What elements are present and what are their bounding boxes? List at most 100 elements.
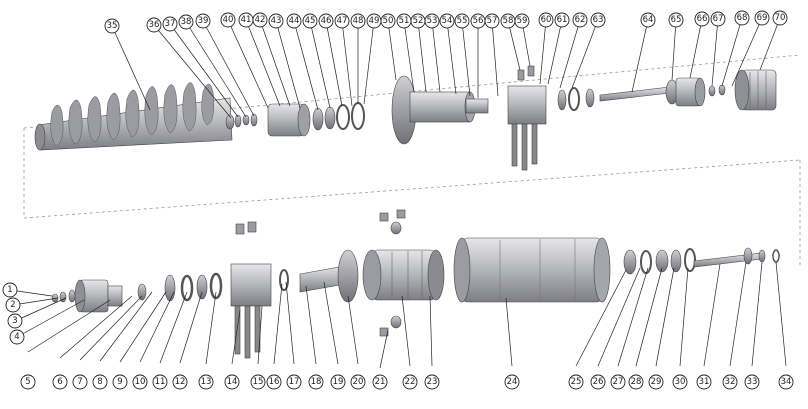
callout-16: 16 (266, 374, 282, 390)
svg-text:62: 62 (575, 15, 586, 25)
callout-45: 45 (302, 13, 318, 29)
svg-text:59: 59 (517, 16, 528, 26)
svg-text:57: 57 (487, 16, 498, 26)
callout-29: 29 (648, 374, 664, 390)
callout-30: 30 (672, 374, 688, 390)
svg-text:31: 31 (699, 377, 710, 387)
callout-62: 62 (572, 12, 588, 28)
callout-17: 17 (286, 374, 302, 390)
pulley-part-4 (74, 279, 123, 313)
callout-9: 9 (112, 374, 128, 390)
svg-text:32: 32 (725, 377, 736, 387)
svg-text:38: 38 (181, 17, 192, 27)
callout-53: 53 (424, 13, 440, 29)
svg-text:14: 14 (227, 377, 238, 387)
callout-51: 51 (396, 13, 412, 29)
svg-text:53: 53 (427, 16, 438, 26)
svg-text:29: 29 (651, 377, 662, 387)
svg-text:20: 20 (353, 377, 364, 387)
pulley-part-70 (734, 69, 777, 111)
svg-text:43: 43 (271, 16, 282, 26)
callout-18: 18 (308, 374, 324, 390)
bearing-block-57-63 (507, 65, 595, 171)
callout-19: 19 (330, 374, 346, 390)
svg-text:36: 36 (149, 20, 160, 30)
callout-15: 15 (250, 374, 266, 390)
callout-70: 70 (772, 10, 788, 26)
svg-text:16: 16 (269, 377, 280, 387)
callout-55: 55 (454, 13, 470, 29)
svg-text:17: 17 (289, 377, 300, 387)
small-seals-36-40 (225, 113, 258, 130)
svg-text:37: 37 (165, 19, 176, 29)
callout-69: 69 (754, 10, 770, 26)
callout-5: 5 (20, 374, 36, 390)
svg-text:40: 40 (223, 15, 234, 25)
callout-58: 58 (500, 13, 516, 29)
long-shaft-part-64 (599, 86, 671, 102)
lower-callout-leaders (9, 261, 787, 369)
callout-23: 23 (424, 374, 440, 390)
svg-text:67: 67 (713, 14, 724, 24)
callout-10: 10 (132, 374, 148, 390)
svg-text:58: 58 (503, 16, 514, 26)
svg-text:6: 6 (57, 377, 62, 387)
svg-text:48: 48 (353, 16, 364, 26)
svg-text:70: 70 (775, 13, 786, 23)
callout-44: 44 (286, 13, 302, 29)
callout-61: 61 (554, 12, 570, 28)
svg-text:12: 12 (175, 377, 186, 387)
upper-callout-bubbles: 35 36 37 38 39 40 41 42 43 44 45 46 47 4… (104, 10, 788, 34)
svg-text:44: 44 (289, 16, 300, 26)
lower-row-parts (51, 209, 780, 359)
callout-1: 1 (2, 282, 18, 298)
svg-text:42: 42 (255, 15, 266, 25)
callout-26: 26 (590, 374, 606, 390)
callout-33: 33 (744, 374, 760, 390)
callout-42: 42 (252, 12, 268, 28)
assembly-dashed-guides (23, 54, 801, 265)
svg-text:64: 64 (643, 15, 654, 25)
callout-3: 3 (7, 313, 23, 329)
callout-41: 41 (238, 12, 254, 28)
svg-text:33: 33 (747, 377, 758, 387)
callout-56: 56 (470, 13, 486, 29)
shaft-flange-18-20 (299, 249, 359, 303)
callout-20: 20 (350, 374, 366, 390)
svg-text:3: 3 (12, 316, 17, 326)
svg-text:11: 11 (155, 377, 166, 387)
svg-text:21: 21 (375, 377, 386, 387)
callout-57: 57 (484, 13, 500, 29)
upper-callout-leaders (111, 17, 781, 119)
svg-text:52: 52 (413, 16, 424, 26)
svg-text:49: 49 (369, 16, 380, 26)
small-parts-1-3 (51, 289, 76, 303)
callout-54: 54 (439, 13, 455, 29)
callout-50: 50 (380, 13, 396, 29)
callout-32: 32 (722, 374, 738, 390)
callout-27: 27 (610, 374, 626, 390)
svg-text:24: 24 (507, 377, 518, 387)
callout-46: 46 (318, 13, 334, 29)
svg-text:45: 45 (305, 16, 316, 26)
callout-60: 60 (538, 12, 554, 28)
callout-47: 47 (334, 13, 350, 29)
callout-22: 22 (402, 374, 418, 390)
drive-hub-65-66 (665, 77, 706, 107)
svg-text:60: 60 (541, 15, 552, 25)
callout-21: 21 (372, 374, 388, 390)
svg-text:56: 56 (473, 16, 484, 26)
svg-text:23: 23 (427, 377, 438, 387)
svg-text:7: 7 (77, 377, 82, 387)
upper-row-parts (34, 65, 777, 171)
callout-63: 63 (590, 12, 606, 28)
svg-text:13: 13 (201, 377, 212, 387)
bearing-hub-41-45 (267, 102, 365, 137)
svg-text:25: 25 (571, 377, 582, 387)
svg-text:41: 41 (241, 15, 252, 25)
svg-text:22: 22 (405, 377, 416, 387)
callout-40: 40 (220, 12, 236, 28)
callout-64: 64 (640, 12, 656, 28)
shaft-part-31 (693, 247, 780, 268)
